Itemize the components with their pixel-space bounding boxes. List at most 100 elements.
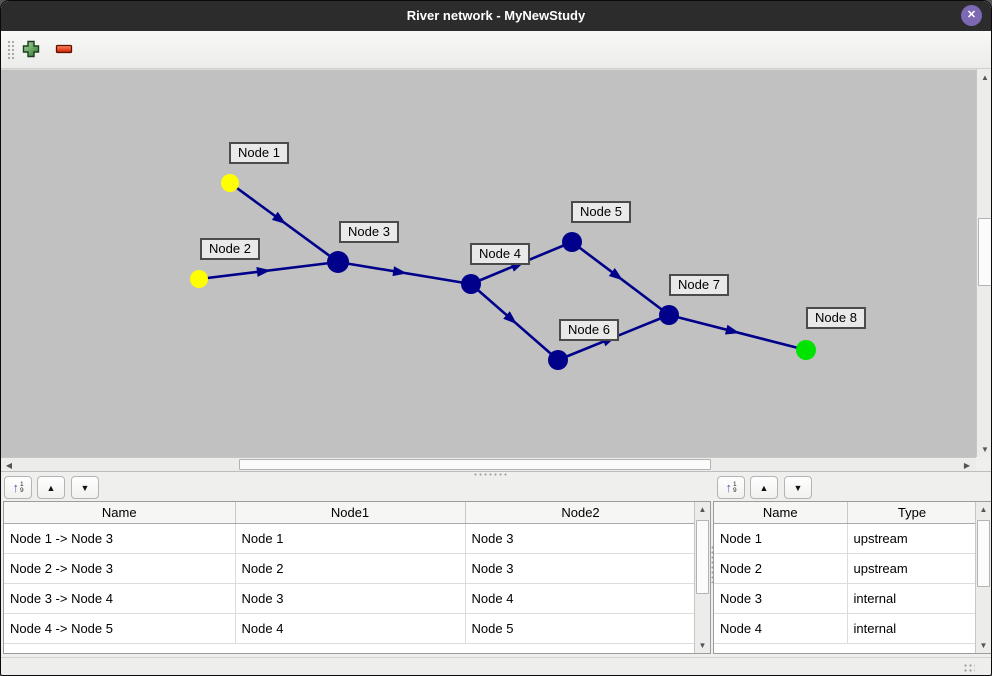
left-arrow-icon: ◀ (5, 460, 13, 470)
network-node[interactable] (221, 174, 239, 192)
down-arrow-icon: ▼ (793, 482, 803, 493)
edge-arrow-icon (256, 266, 271, 277)
column-header[interactable]: Name (714, 502, 848, 524)
close-icon: ✕ (966, 9, 977, 21)
table-cell: Node 4 (235, 613, 466, 644)
node-label[interactable]: Node 5 (571, 201, 631, 223)
scroll-right-button[interactable]: ▶ (959, 459, 975, 471)
node-label[interactable]: Node 8 (806, 307, 866, 329)
table-cell: Node 2 (714, 553, 848, 584)
down-arrow-icon: ▼ (698, 641, 707, 650)
nodes-move-up-button[interactable]: ▲ (750, 476, 778, 499)
table-cell: Node 3 -> Node 4 (4, 583, 236, 614)
window-title: River network - MyNewStudy (406, 8, 586, 23)
network-node[interactable] (461, 274, 481, 294)
titlebar[interactable]: River network - MyNewStudy ✕ (1, 1, 991, 31)
column-header[interactable]: Node2 (465, 502, 697, 524)
column-header[interactable]: Name (4, 502, 236, 524)
scroll-down-button[interactable]: ▼ (976, 639, 991, 652)
nodes-table-scrollbar[interactable]: ▲ ▼ (975, 502, 991, 653)
column-header[interactable]: Type (847, 502, 978, 524)
network-node[interactable] (548, 350, 568, 370)
down-arrow-icon: ▼ (979, 641, 988, 650)
edge-arrow-icon (271, 211, 287, 225)
node-label[interactable]: Node 2 (200, 238, 260, 260)
add-plus-icon (21, 40, 41, 62)
splitter-grip-icon (473, 473, 507, 476)
network-node[interactable] (327, 251, 349, 273)
node-label[interactable]: Node 3 (339, 221, 399, 243)
edge-arrow-icon (503, 311, 518, 325)
vertical-scroll-thumb[interactable] (977, 520, 990, 587)
right-arrow-icon: ▶ (963, 460, 971, 470)
network-node[interactable] (190, 270, 208, 288)
vertical-scroll-thumb[interactable] (696, 520, 709, 594)
scroll-up-button[interactable]: ▲ (695, 503, 710, 516)
node-label[interactable]: Node 7 (669, 274, 729, 296)
table-cell: upstream (847, 523, 978, 554)
table-cell: Node 2 (235, 553, 466, 584)
node-label[interactable]: Node 6 (559, 319, 619, 341)
vertical-splitter[interactable] (710, 545, 715, 583)
network-node[interactable] (659, 305, 679, 325)
nodes-move-down-button[interactable]: ▼ (784, 476, 812, 499)
network-node[interactable] (562, 232, 582, 252)
up-arrow-icon: ▲ (46, 482, 56, 493)
table-cell: Node 3 (465, 523, 697, 554)
edge-arrow-icon (724, 324, 740, 335)
down-arrow-icon: ▼ (80, 482, 90, 493)
close-button[interactable]: ✕ (961, 5, 982, 26)
table-cell: Node 5 (465, 613, 697, 644)
network-node[interactable] (796, 340, 816, 360)
status-bar (1, 657, 991, 675)
down-arrow-icon: ▼ (981, 444, 989, 454)
add-node-button[interactable] (20, 39, 42, 61)
scroll-up-button[interactable]: ▲ (977, 70, 991, 84)
table-cell: Node 4 -> Node 5 (4, 613, 236, 644)
scroll-down-button[interactable]: ▼ (695, 639, 710, 652)
node-label[interactable]: Node 4 (470, 243, 530, 265)
table-cell: Node 4 (465, 583, 697, 614)
table-cell: Node 3 (714, 583, 848, 614)
canvas-horizontal-scrollbar[interactable]: ◀ ▶ (1, 457, 976, 471)
scroll-down-button[interactable]: ▼ (977, 442, 991, 456)
edge-arrow-icon (608, 267, 624, 281)
network-canvas[interactable]: Node 1 Node 2 Node 3 Node 4 Node 5 Node 6 Node… (1, 69, 976, 457)
horizontal-splitter[interactable] (1, 471, 991, 476)
column-header[interactable]: Node1 (235, 502, 466, 524)
vertical-scroll-thumb[interactable] (978, 218, 991, 286)
main-toolbar (1, 31, 991, 69)
node-label[interactable]: Node 1 (229, 142, 289, 164)
horizontal-scroll-thumb[interactable] (239, 459, 711, 470)
resize-grip-handle[interactable] (963, 663, 975, 674)
branches-move-down-button[interactable]: ▼ (71, 476, 99, 499)
remove-node-button[interactable] (53, 39, 75, 61)
up-arrow-icon: ▲ (979, 505, 988, 514)
table-cell: upstream (847, 553, 978, 584)
scroll-up-button[interactable]: ▲ (976, 503, 991, 516)
branches-table-scrollbar[interactable]: ▲ ▼ (694, 502, 710, 653)
branches-move-up-button[interactable]: ▲ (37, 476, 65, 499)
table-cell: Node 2 -> Node 3 (4, 553, 236, 584)
scroll-left-button[interactable]: ◀ (1, 459, 17, 471)
canvas-vertical-scrollbar[interactable]: ▲ ▼ (976, 69, 991, 457)
toolbar-grip-handle[interactable] (7, 40, 14, 61)
edge-arrow-icon (392, 266, 408, 277)
